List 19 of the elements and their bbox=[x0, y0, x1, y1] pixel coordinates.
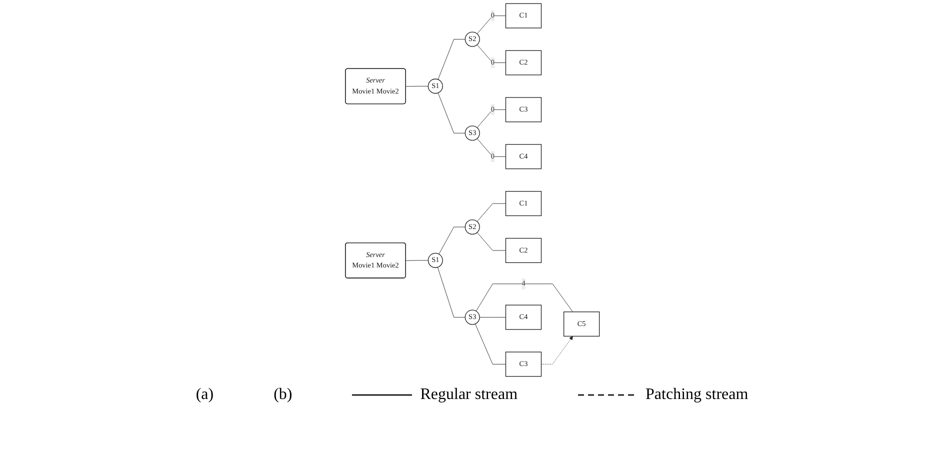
connector bbox=[405, 86, 428, 87]
panel-label: (b) bbox=[274, 386, 292, 404]
connector bbox=[476, 16, 506, 34]
connector bbox=[476, 284, 573, 312]
connector bbox=[438, 226, 466, 254]
connector bbox=[437, 267, 466, 318]
connector bbox=[437, 92, 466, 134]
legend-text: Regular stream bbox=[420, 386, 518, 404]
connector bbox=[476, 232, 506, 251]
connector bbox=[476, 138, 506, 157]
connector bbox=[476, 44, 506, 63]
connector bbox=[474, 324, 506, 364]
connector bbox=[476, 109, 506, 128]
connector bbox=[437, 39, 466, 80]
legend-text: Patching stream bbox=[646, 386, 748, 404]
connector bbox=[476, 203, 506, 222]
connector bbox=[405, 260, 428, 261]
panel-label: (a) bbox=[196, 386, 214, 404]
connector bbox=[478, 317, 506, 318]
